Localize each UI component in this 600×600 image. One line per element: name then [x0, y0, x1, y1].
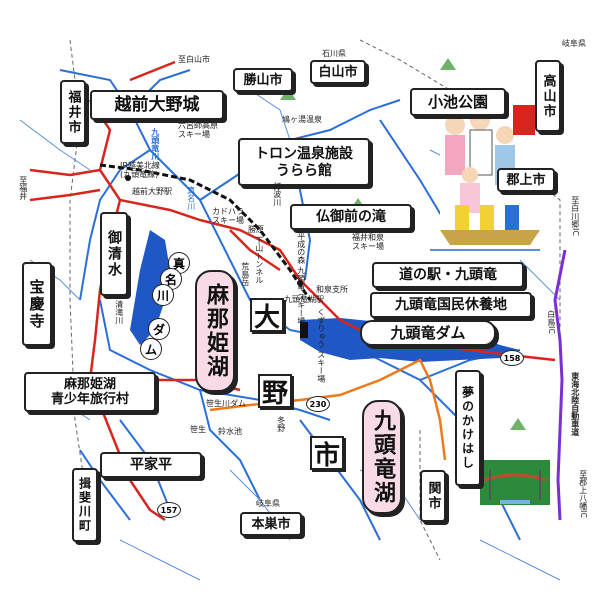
- dam-marker: [300, 322, 308, 338]
- rokuroshi-1: 六呂師高原: [178, 121, 218, 130]
- city-hakusan: 白山市: [310, 60, 366, 84]
- label-gifu-pref: 岐阜県: [562, 39, 586, 48]
- station-marker: [125, 175, 131, 181]
- youth-line-1: 麻那姫湖: [63, 377, 116, 392]
- kadohara-2: スキー場: [212, 215, 244, 225]
- label-to-hakusan: 至白山市: [178, 55, 210, 64]
- heisei-1: 平成の森: [296, 232, 306, 264]
- label-hotoke-gozen: 仏御前の滝: [290, 204, 412, 230]
- bridge-illustration: [480, 460, 550, 505]
- label-to-fukui: 至福井: [18, 176, 28, 200]
- label-echizen-ono-station: 越前大野駅: [132, 187, 172, 196]
- manakawa-dam-char-5: ム: [140, 338, 162, 360]
- label-yume-no-kakehashi: 夢のかけはし: [455, 370, 481, 486]
- label-kusuryu-ski: くずりゅう スキー場: [316, 308, 326, 383]
- label-rokuroshi: 六呂師高原 スキー場: [178, 121, 218, 140]
- label-shimizu-river: 清滝川: [114, 300, 124, 324]
- label-shimoyama-tunnel: 下山トンネル: [254, 236, 264, 284]
- station-marker: [297, 280, 303, 286]
- kusuryu-1: くずりゅう: [316, 308, 326, 348]
- label-manahime-youth-village: 麻那姫湖 青少年旅行村: [24, 372, 156, 412]
- label-hatogayu: 鳩ヶ湯温泉: [282, 115, 322, 124]
- label-shirotori-ic: 白鳥IC: [546, 310, 556, 334]
- heisei-3: スキー場: [296, 293, 306, 326]
- label-fukui-izumi: 福井和泉 スキー場: [352, 233, 384, 252]
- label-izumi-branch: 和泉支所: [316, 285, 348, 294]
- label-uchinami-river: 打波川: [272, 182, 282, 206]
- label-ishikawa-pref: 石川県: [322, 49, 346, 58]
- label-sasou: 笹生: [190, 425, 206, 434]
- city-motosu: 本巣市: [240, 512, 302, 536]
- label-kuzuryu-dam: 九頭竜ダム: [360, 320, 496, 346]
- city-takayama: 高山市: [535, 60, 561, 132]
- label-sasou-dam: 笹生川ダム: [206, 399, 246, 408]
- label-hirasu: 冬野: [276, 416, 286, 432]
- label-katsuhara: 勝原: [248, 225, 264, 234]
- label-tokai-hokuriku: 東海北陸自動車道: [570, 372, 580, 436]
- label-kuzuryu-kyukamura: 九頭竜国民休養地: [370, 292, 532, 318]
- label-hokyoji: 宝慶寺: [22, 262, 52, 346]
- label-kuzuryu-lake: 九頭竜湖: [362, 400, 402, 514]
- label-kanmizu: 鈴水池: [218, 427, 242, 436]
- label-manakawa-river: 真名川: [186, 186, 196, 210]
- label-manahime-lake: 麻那姫湖: [195, 270, 235, 392]
- kusuryu-2: スキー場: [316, 350, 326, 383]
- route-230-marker: 230: [306, 396, 330, 412]
- label-mishozu: 御清水: [100, 212, 128, 296]
- youth-line-2: 青少年旅行村: [50, 392, 129, 407]
- label-to-shirakawago: 至白川郷IC: [570, 196, 580, 236]
- fukui-izumi-1: 福井和泉: [352, 233, 384, 242]
- ono-city-char-3: 市: [310, 436, 344, 471]
- manakawa-dam-char-3: 川: [152, 284, 174, 306]
- railway: [99, 163, 312, 301]
- manakawa-dam-char-4: ダ: [148, 318, 170, 340]
- city-fukui: 福井市: [60, 80, 86, 144]
- jr-1: JR越美北線: [120, 161, 160, 170]
- rokuroshi-2: スキー場: [178, 129, 210, 139]
- city-gujo: 郡上市: [497, 168, 555, 192]
- kadohara-1: カドハラ: [212, 207, 244, 216]
- manahime-lake-water: [130, 230, 170, 345]
- toron-line-1: トロン温泉施設: [255, 145, 353, 162]
- label-heisei-village: 平成の森 九頭竜 スキー場: [296, 232, 306, 326]
- label-echizen-ono-castle: 越前大野城: [90, 90, 224, 120]
- label-kuzuryu-river: 九頭竜川: [150, 128, 160, 160]
- label-gifu-pref-2: 岐阜県: [256, 499, 280, 508]
- label-arashima: 荒島岳: [240, 262, 250, 286]
- prefecture-border: [69, 39, 561, 561]
- heisei-2: 九頭竜: [296, 266, 306, 291]
- toron-line-2: うらら館: [276, 162, 332, 179]
- city-ibigawa: 揖斐川町: [72, 468, 98, 542]
- label-michinoeki: 道の駅・九頭竜: [372, 262, 524, 288]
- label-jr-line: JR越美北線 (九頭竜線): [120, 161, 160, 180]
- label-koike-koen: 小池公園: [410, 88, 506, 116]
- label-heikedaira: 平家平: [100, 452, 202, 478]
- city-katsuyama: 勝山市: [233, 68, 293, 92]
- label-kuzuryu-station: 九頭竜湖駅: [284, 295, 324, 304]
- route-157-marker: 157: [157, 502, 181, 518]
- expressway: [553, 249, 567, 521]
- label-to-gujo-hachiman: 至郡上八幡IC: [578, 470, 588, 518]
- label-kadohara: カドハラ スキー場: [212, 207, 244, 226]
- label-toron-onsen: トロン温泉施設 うらら館: [238, 138, 370, 186]
- route-158-marker: 158: [500, 350, 524, 366]
- city-seki: 関市: [420, 470, 446, 522]
- jr-2: (九頭竜線): [120, 169, 159, 179]
- ono-city-char-2: 野: [258, 374, 292, 409]
- ono-city-char-1: 大: [250, 298, 284, 333]
- fukui-izumi-2: スキー場: [352, 241, 384, 251]
